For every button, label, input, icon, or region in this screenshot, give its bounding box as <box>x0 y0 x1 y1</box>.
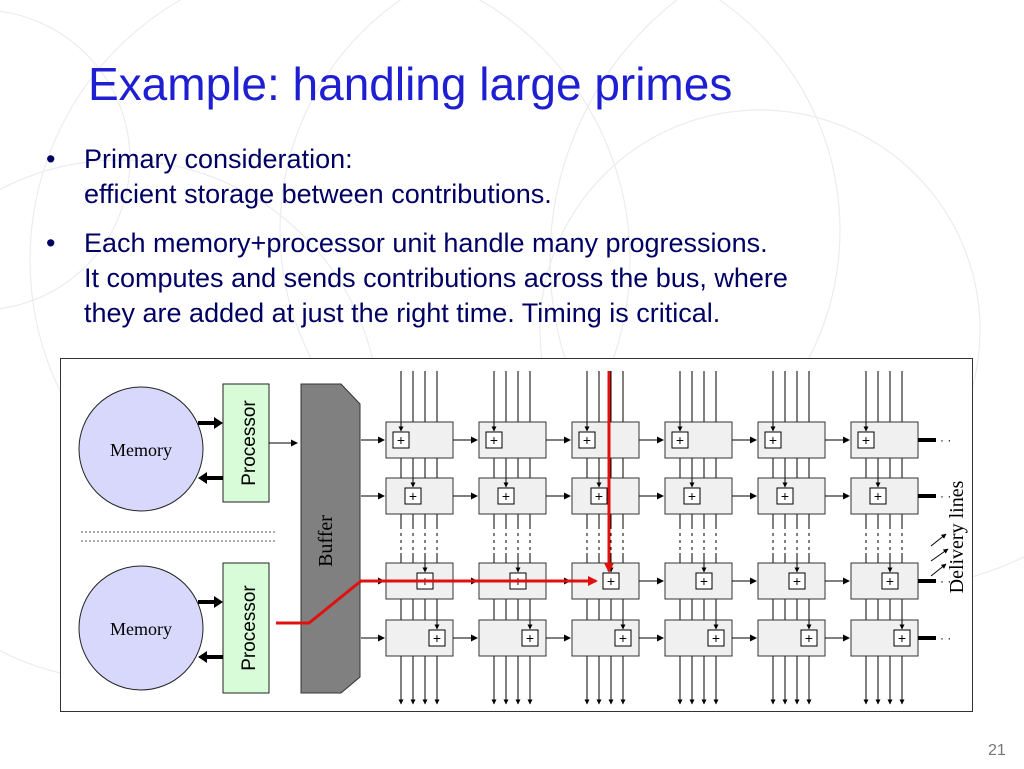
delivery-lines-label: Delivery lines <box>946 480 968 593</box>
adder-box <box>788 572 806 590</box>
adder-plus: + <box>619 630 627 646</box>
adder-plus: + <box>490 432 498 448</box>
adder-plus: + <box>712 630 720 646</box>
arrowhead <box>214 417 223 429</box>
adder-plus: + <box>874 488 882 504</box>
adder-box <box>392 431 410 449</box>
adder-box <box>485 431 503 449</box>
adder-plus: + <box>898 630 906 646</box>
adder-box <box>764 431 782 449</box>
adder-box <box>881 572 899 590</box>
adder-plus: + <box>862 432 870 448</box>
adder-plus: + <box>769 432 777 448</box>
bullet-line: It computes and sends contributions acro… <box>84 263 788 293</box>
adder-box <box>614 629 632 647</box>
adder-plus: + <box>781 488 789 504</box>
slide-title: Example: handling large primes <box>88 58 733 110</box>
adder-plus: + <box>409 488 417 504</box>
adder-plus: + <box>700 573 708 589</box>
bullet-line: Each memory+processor unit handle many p… <box>84 228 768 258</box>
adder-box <box>707 629 725 647</box>
arrowhead <box>214 596 223 608</box>
adder-plus: + <box>502 488 510 504</box>
adder-box <box>800 629 818 647</box>
bullet-line: Primary consideration: <box>84 144 353 174</box>
bullet-line: they are added at just the right time. T… <box>84 298 721 328</box>
bullet-dot: • <box>46 144 56 174</box>
buffer-label: Buffer <box>315 515 337 567</box>
delivery-arrow <box>930 533 947 547</box>
arrowhead <box>198 651 207 663</box>
adder-box <box>671 431 689 449</box>
adder-plus: + <box>886 573 894 589</box>
memory-label-top: Memory <box>110 440 172 460</box>
memory-unit-top <box>78 386 204 512</box>
bullet-line: efficient storage between contributions. <box>84 179 552 209</box>
row-continuation-dots: · · <box>940 574 951 588</box>
row-continuation-dots: · · <box>940 631 951 645</box>
adder-plus: + <box>607 573 615 589</box>
bullet-dot: • <box>46 228 56 258</box>
memory-processor-links <box>198 421 223 659</box>
memory-unit-bottom <box>78 565 204 691</box>
adder-plus: + <box>595 488 603 504</box>
delivery-arrow <box>930 563 947 577</box>
arrowhead <box>198 472 207 484</box>
adder-plus: + <box>583 432 591 448</box>
adder-box <box>776 487 794 505</box>
adder-box <box>683 487 701 505</box>
adder-box <box>857 431 875 449</box>
adder-plus: + <box>688 488 696 504</box>
adder-grid: ++++++· ·++++++· ·++++++· ·++++++· · <box>361 371 951 705</box>
adder-plus: + <box>805 630 813 646</box>
adder-plus: + <box>433 630 441 646</box>
adder-box <box>590 487 608 505</box>
row-continuation-dots: · · <box>940 433 951 447</box>
processor-bottom <box>222 562 270 694</box>
adder-box <box>521 629 539 647</box>
adder-box <box>695 572 713 590</box>
processor-label-bottom: Processor <box>239 585 260 671</box>
delivery-arrow <box>930 548 949 562</box>
adder-box <box>893 629 911 647</box>
adder-box <box>428 629 446 647</box>
adder-box <box>869 487 887 505</box>
processor-label-top: Processor <box>239 400 260 486</box>
adder-box <box>578 431 596 449</box>
memory-label-bottom: Memory <box>110 619 172 639</box>
bullet-list: • Primary consideration: efficient stora… <box>46 142 1006 345</box>
adder-plus: + <box>793 573 801 589</box>
adder-plus: + <box>397 432 405 448</box>
adder-box <box>497 487 515 505</box>
row-continuation-dots: · · <box>940 489 951 503</box>
bullet-item: • Primary consideration: efficient stora… <box>46 142 1006 212</box>
highlighted-contribution-path <box>276 576 598 625</box>
adder-box <box>602 572 620 590</box>
adder-plus: + <box>526 630 534 646</box>
adder-plus: + <box>676 432 684 448</box>
adder-box <box>404 487 422 505</box>
highlighted-path <box>276 371 614 625</box>
bullet-item: • Each memory+processor unit handle many… <box>46 226 1006 331</box>
hardware-diagram: Memory Memory Processor Processor Buffer <box>60 358 973 712</box>
page-number: 21 <box>988 742 1006 759</box>
